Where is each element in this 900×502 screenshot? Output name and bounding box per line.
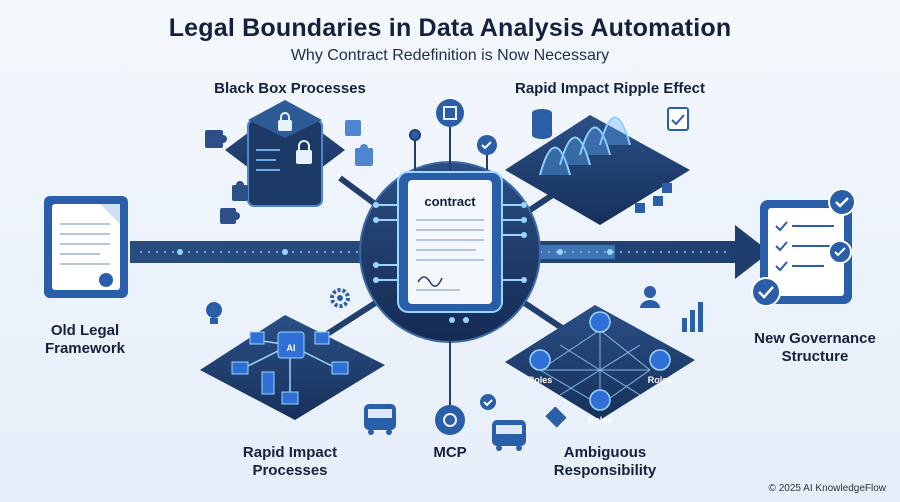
label-mcp: MCP	[433, 444, 467, 461]
label-rapid-processes: Rapid Impact Processes	[242, 444, 338, 479]
mcp-icon	[435, 340, 465, 435]
ripple-panel	[505, 115, 690, 225]
label-old-legal: Old Legal Framework	[44, 322, 126, 357]
check-badge-icon	[751, 188, 856, 307]
small-connectors	[409, 127, 488, 170]
lightbulb-icon	[206, 302, 222, 324]
node-squares	[635, 183, 672, 213]
gear-icon	[330, 288, 350, 308]
check-circle-icon	[477, 135, 497, 155]
database-icon	[532, 109, 552, 139]
black-box-panel	[225, 100, 345, 207]
document-icon	[44, 196, 128, 298]
chip-icon	[436, 99, 464, 127]
bus-icon	[364, 404, 396, 435]
page-title: Legal Boundaries in Data Analysis Automa…	[168, 14, 732, 42]
copyright: © 2025 AI KnowledgeFlow	[768, 483, 886, 494]
page-subtitle: Why Contract Redefinition is Now Necessa…	[290, 47, 610, 64]
checkbox-icon	[545, 406, 567, 428]
contract-label: contract	[424, 194, 476, 209]
processes-panel	[200, 315, 385, 420]
checklist-icon	[667, 107, 689, 131]
roles-label-right: Roles	[648, 375, 673, 385]
label-ambiguous: Ambiguous Responsibility	[553, 444, 657, 479]
label-black-box: Black Box Processes	[214, 80, 366, 97]
check-circle-icon-bottom	[480, 394, 496, 410]
bus-icon-right	[492, 420, 526, 451]
governance-document-icon	[760, 200, 852, 304]
central-hub	[359, 161, 541, 343]
ai-chip-label: AI	[287, 343, 296, 353]
user-icon	[640, 286, 660, 308]
bar-chart-icon	[682, 302, 703, 332]
puzzle-icon	[205, 120, 373, 224]
roles-label-bottom: Roles	[588, 415, 613, 425]
label-new-governance: New Governance Structure	[754, 330, 876, 365]
roles-label-left: Roles	[528, 375, 553, 385]
responsibility-panel	[505, 305, 695, 420]
label-ripple: Rapid Impact Ripple Effect	[514, 80, 706, 97]
